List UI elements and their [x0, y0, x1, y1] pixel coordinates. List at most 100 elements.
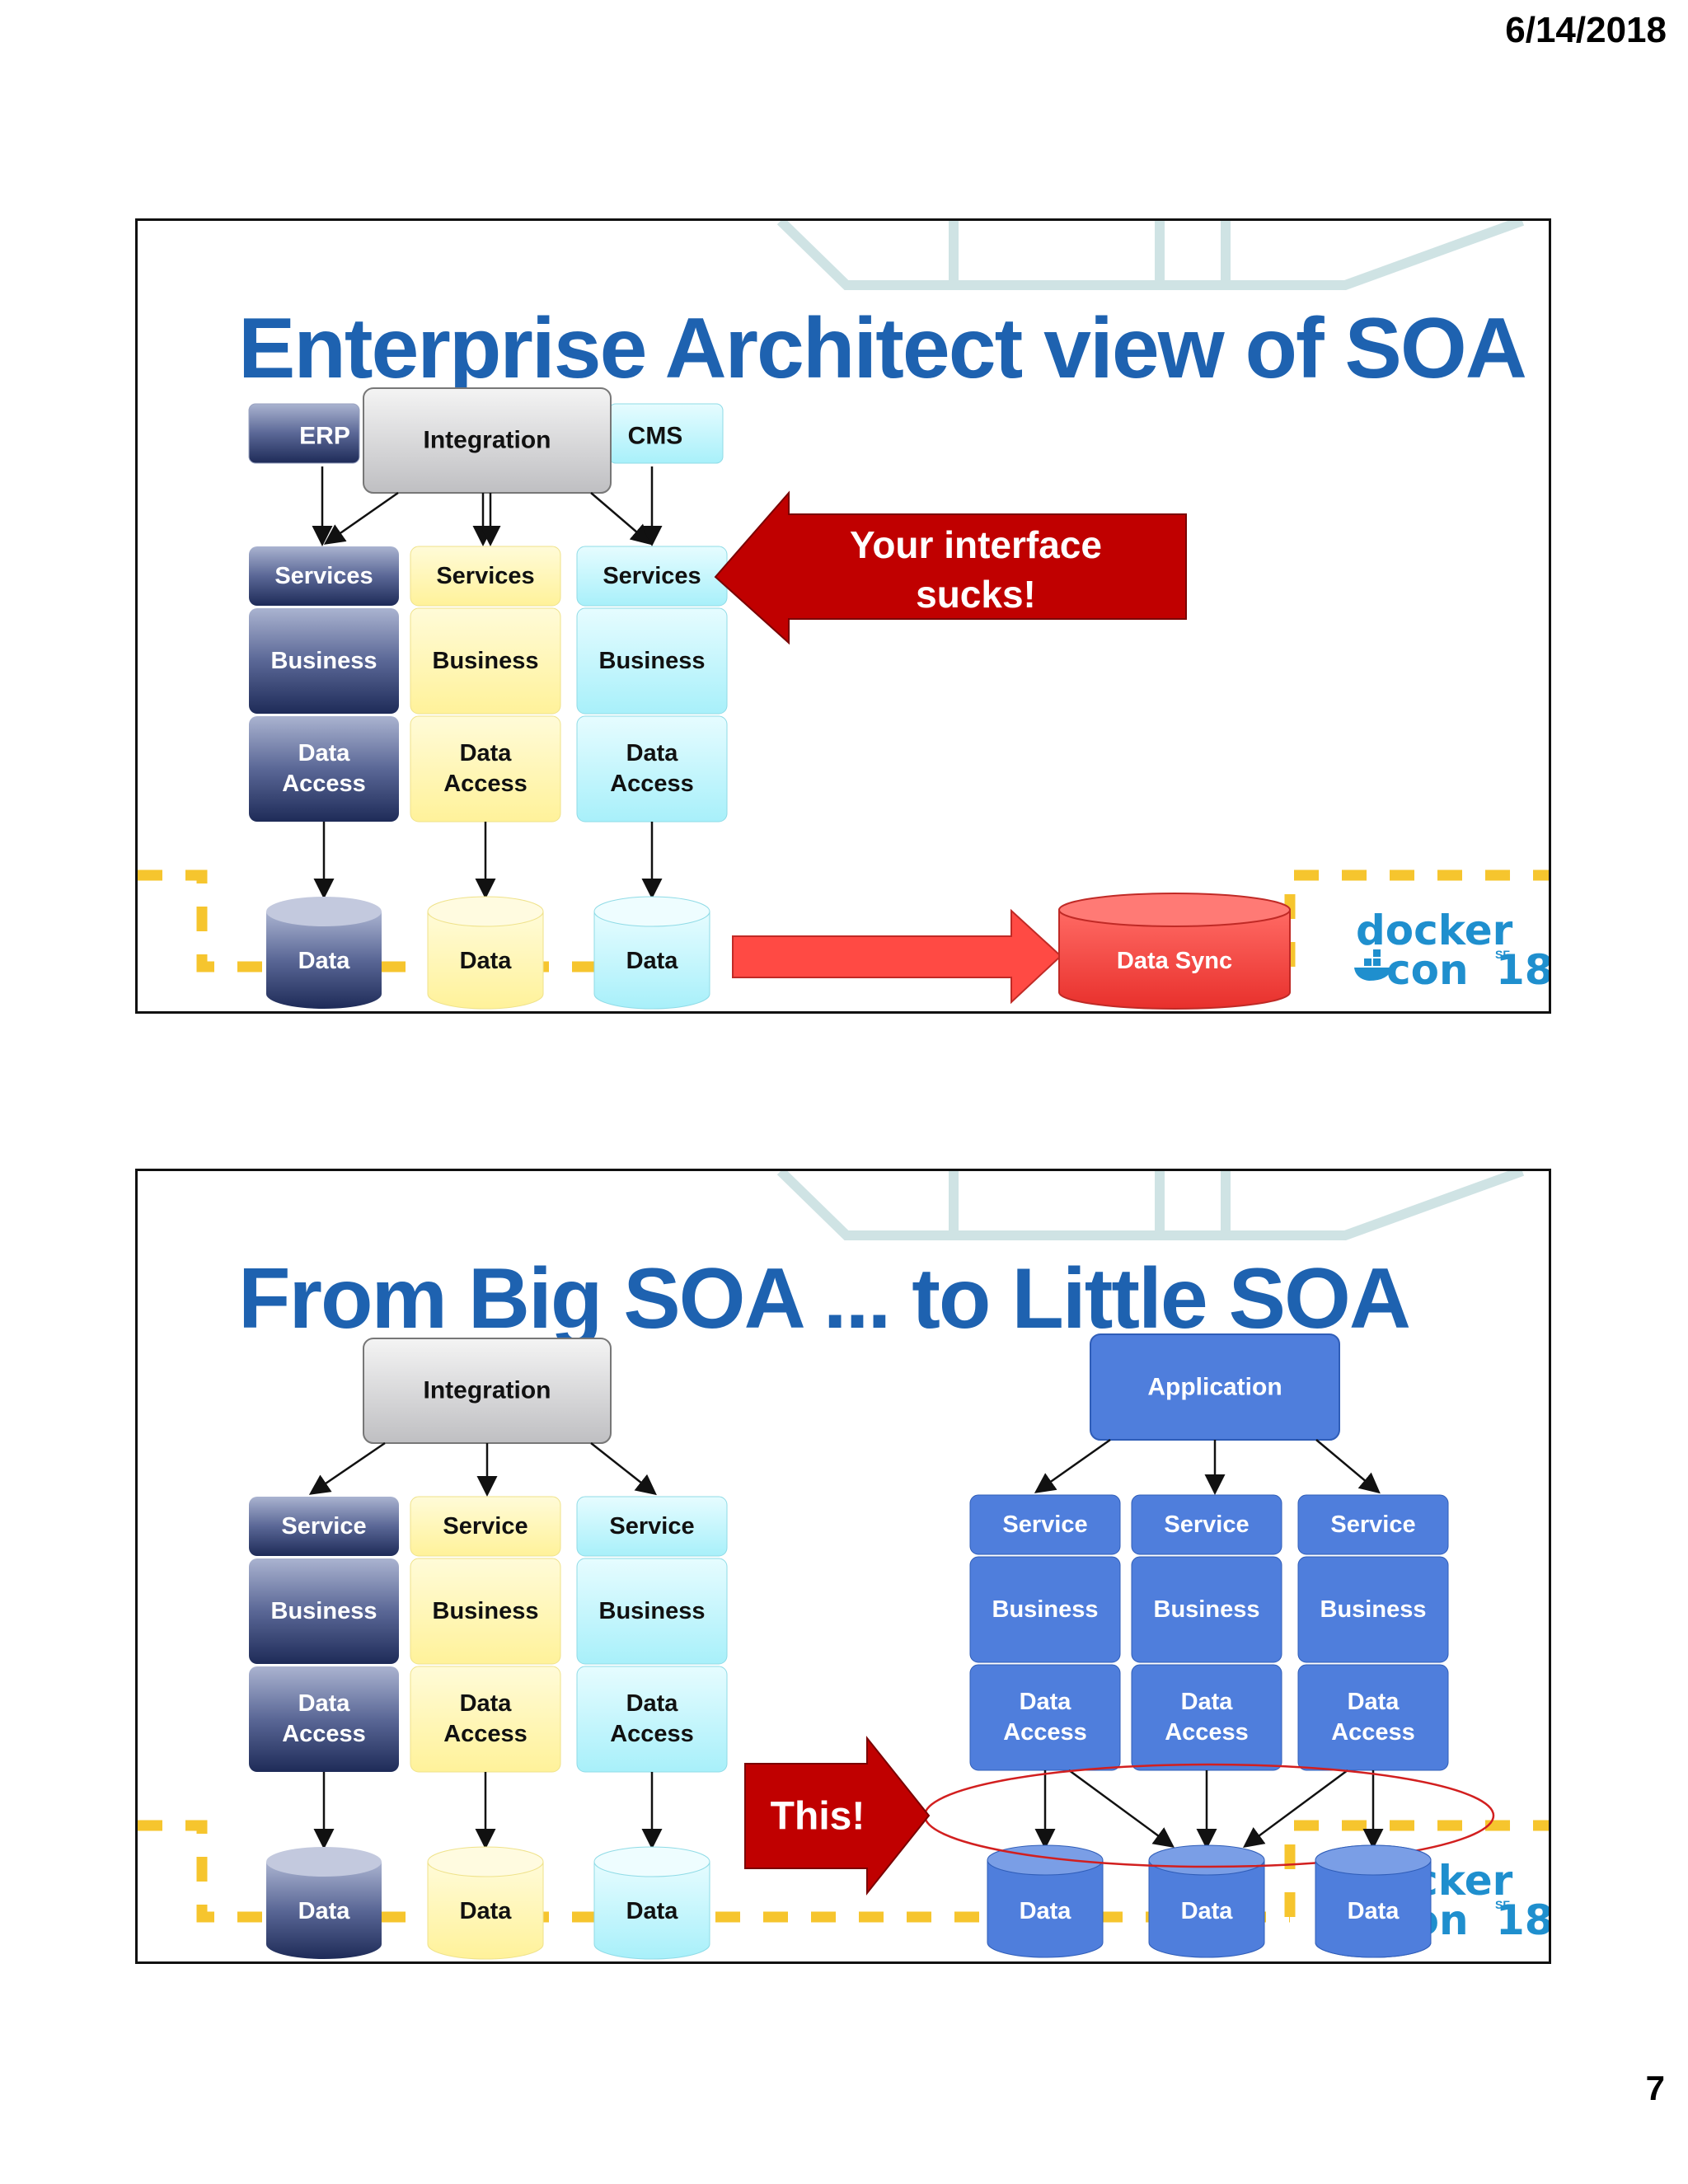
data-label: Data [626, 1898, 679, 1924]
callout-arrow: Your interface sucks! [714, 490, 1187, 645]
services-box [249, 546, 399, 606]
data-access-box [576, 715, 728, 823]
data-access-label: Access [282, 1721, 366, 1747]
data-access-label: Access [443, 1721, 528, 1747]
services-label: Services [436, 563, 534, 589]
business-label: Business [433, 1598, 539, 1624]
data-cylinder: Data [427, 1846, 544, 1960]
data-access-label: Data [1020, 1689, 1072, 1715]
services-label: Services [603, 563, 701, 589]
business-box [410, 1558, 561, 1665]
erp-label: ERP [299, 423, 350, 450]
service-box [1131, 1494, 1282, 1555]
data-access-label: Data [626, 1690, 679, 1717]
column-3: Services Business Data Access [576, 546, 728, 823]
data-access-label: Data [460, 740, 513, 766]
slide-1-canvas: Enterprise Architect view of SOA ERP CMS… [138, 221, 1549, 1010]
arrows-integration [308, 1441, 657, 1497]
callout-text: Your interface [850, 523, 1102, 566]
data-access-label: Access [1003, 1719, 1087, 1746]
data-cylinder: Data [266, 1847, 382, 1959]
column-2: Services Business Data Access [410, 546, 561, 823]
business-box [576, 607, 728, 715]
data-cylinder: Data [593, 896, 710, 1010]
data-access-box [249, 1666, 399, 1772]
data-cylinder: Data [1148, 1844, 1265, 1958]
service-label: Service [443, 1513, 528, 1540]
data-cylinder-overlay: Data [1315, 1844, 1432, 1958]
logo-year: 18 [1496, 946, 1549, 994]
right-column-1: Service Business Data Access [969, 1494, 1121, 1771]
this-callout-arrow: This! [744, 1736, 931, 1896]
decor-lines [776, 221, 1525, 290]
logo-sf: SF [1495, 948, 1510, 961]
data-label: Data [460, 948, 513, 974]
data-access-box [410, 715, 561, 823]
logo-text: con [1386, 946, 1469, 994]
application-label: Application [1147, 1374, 1282, 1401]
services-label: Services [274, 563, 373, 589]
service-box [969, 1494, 1121, 1555]
service-box [410, 1496, 561, 1557]
data-access-label: Access [610, 771, 694, 797]
data-access-label: Data [298, 1690, 351, 1717]
arrows-top [312, 466, 663, 546]
data-label: Data [460, 1898, 513, 1924]
right-column-3: Service Business Data Access [1297, 1494, 1449, 1771]
business-label: Business [599, 1598, 706, 1624]
data-access-label: Access [1165, 1719, 1249, 1746]
erp-box [248, 403, 360, 464]
cms-label: CMS [628, 423, 683, 450]
data-cylinder: Data [266, 897, 382, 1009]
business-box [1131, 1556, 1282, 1663]
left-column-2: Service Business Data Access [410, 1496, 561, 1773]
business-label: Business [271, 1598, 377, 1624]
data-access-box [1297, 1664, 1449, 1771]
service-box [576, 1496, 728, 1557]
right-column-2: Service Business Data Access [1131, 1494, 1282, 1771]
callout-text: sucks! [916, 573, 1036, 616]
service-label: Service [1164, 1511, 1249, 1538]
dockercon-logo: docker con SF 18 [1354, 907, 1549, 994]
data-access-box [249, 716, 399, 822]
callout-text: This! [771, 1795, 865, 1839]
integration-label: Integration [424, 427, 551, 454]
services-box [410, 546, 561, 607]
data-access-label: Access [1331, 1719, 1415, 1746]
data-label: Data [298, 1898, 351, 1924]
page-number: 7 [1645, 2069, 1665, 2107]
decor-lines [776, 1171, 1525, 1240]
data-label: Data [1348, 1898, 1400, 1924]
data-access-label: Access [282, 771, 366, 797]
business-box [576, 1558, 728, 1665]
slide-2-title: From Big SOA ... to Little SOA [238, 1251, 1409, 1347]
data-access-box [969, 1664, 1121, 1771]
business-box [249, 608, 399, 714]
slide-2-canvas: From Big SOA ... to Little SOA Integrati… [138, 1171, 1549, 1960]
arrows-application [1034, 1438, 1381, 1495]
business-label: Business [599, 648, 706, 674]
page-date: 6/14/2018 [1505, 10, 1667, 50]
service-label: Service [281, 1513, 366, 1540]
left-column-3: Service Business Data Access [576, 1496, 728, 1773]
service-box [249, 1497, 399, 1556]
slide-1-title: Enterprise Architect view of SOA [238, 301, 1526, 396]
dashed-boundary [138, 869, 1549, 972]
business-label: Business [1320, 1596, 1427, 1623]
logo-year: 18 [1496, 1896, 1549, 1944]
data-cylinder: Data [593, 1846, 710, 1960]
business-label: Business [1154, 1596, 1260, 1623]
data-access-label: Access [443, 771, 528, 797]
data-access-label: Data [298, 740, 351, 766]
arrows-right-data [1034, 1769, 1384, 1849]
data-label: Data [1020, 1898, 1072, 1924]
data-access-box [576, 1666, 728, 1773]
data-label: Data [1181, 1898, 1234, 1924]
sync-arrow [732, 908, 1062, 1005]
business-label: Business [992, 1596, 1099, 1623]
column-1: Services Business Data Access [249, 546, 399, 822]
left-column-1: Service Business Data Access [249, 1497, 399, 1772]
business-box [1297, 1556, 1449, 1663]
data-label: Data [626, 948, 679, 974]
service-label: Service [1002, 1511, 1087, 1538]
